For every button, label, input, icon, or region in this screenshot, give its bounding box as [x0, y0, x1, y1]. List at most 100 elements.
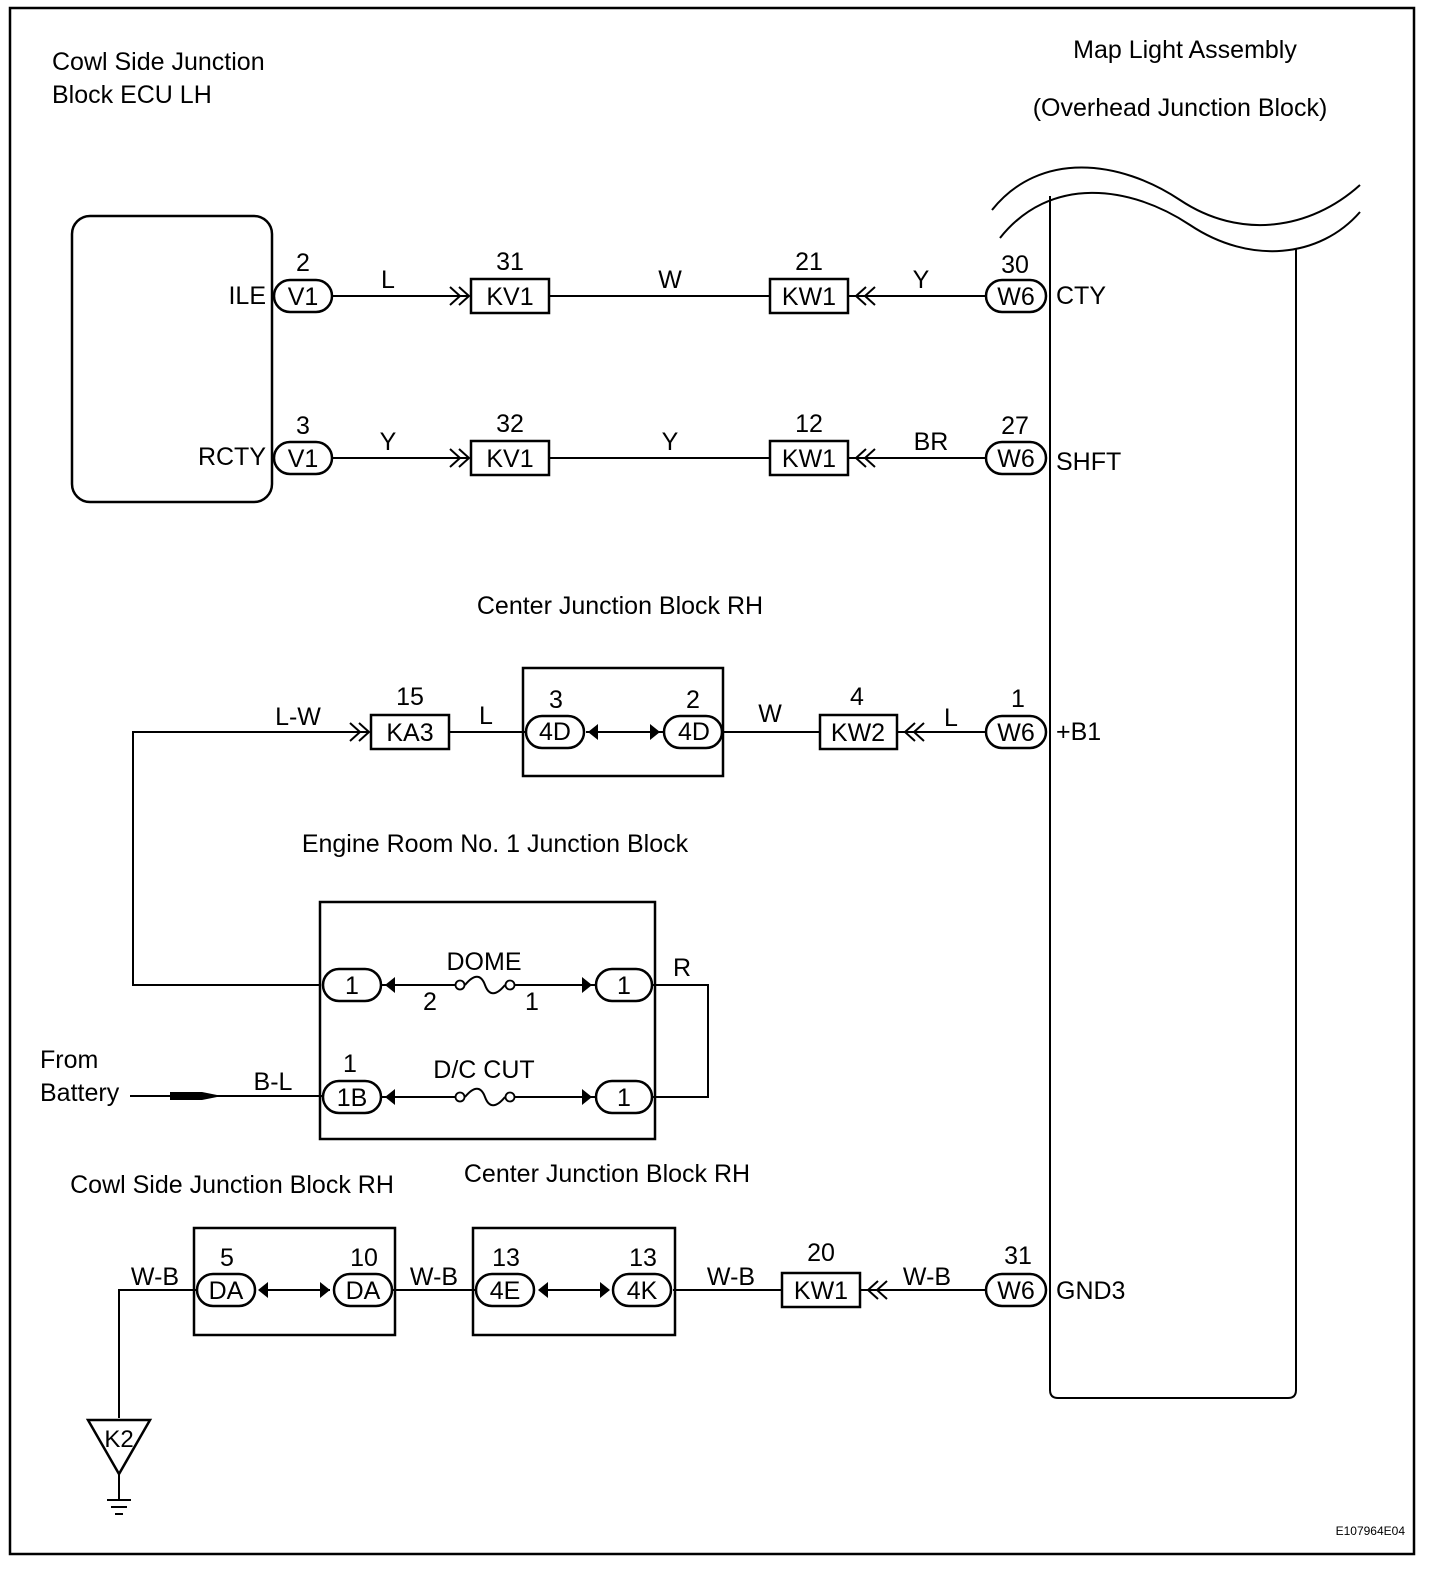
battery-feed: From Battery B-L	[40, 1046, 323, 1107]
wire-color: W	[758, 700, 782, 728]
pin-number: 1	[1011, 685, 1025, 713]
center-jb-rh-bottom-box	[471, 1226, 677, 1337]
cowl-rh-box	[192, 1226, 397, 1337]
wire-color: W	[658, 266, 682, 294]
pin-number: 30	[1001, 251, 1029, 279]
connector-code: W6	[997, 1277, 1035, 1305]
pin-number: 32	[496, 410, 524, 438]
pin-number: 4	[850, 683, 864, 711]
connector-code: 1	[617, 1084, 631, 1112]
fuse-dc-cut-label: D/C CUT	[433, 1056, 534, 1084]
center-jb-rh-bottom-title: Center Junction Block RH	[464, 1160, 750, 1188]
arrow-left-icon	[385, 977, 395, 993]
fuse-pin-number: 1	[525, 988, 539, 1016]
connector-dome-in	[321, 967, 383, 1003]
from-battery-line2: Battery	[40, 1079, 120, 1107]
ground-symbol-icon	[107, 1499, 131, 1515]
connector-code: V1	[288, 283, 319, 311]
connector-code: W6	[997, 283, 1035, 311]
arrow-right-icon	[600, 1282, 610, 1298]
wire-color: Y	[913, 266, 930, 294]
pin-rcty: RCTY	[198, 443, 266, 471]
wire-color: B-L	[254, 1068, 293, 1096]
pin-number: 31	[1004, 1242, 1032, 1270]
engine-room-jb-box	[318, 900, 657, 1141]
connector-4k	[611, 1272, 673, 1308]
connector-code: 4D	[678, 718, 710, 746]
ground-point-icon	[85, 1418, 153, 1477]
connector-code: KA3	[386, 719, 433, 747]
wire-color: W-B	[410, 1263, 458, 1291]
connector-4d-right	[662, 714, 724, 750]
pin-number: 10	[350, 1244, 378, 1272]
connector-code: 4K	[627, 1277, 658, 1305]
pin-number: 27	[1001, 412, 1029, 440]
double-arrow-icon	[854, 286, 876, 306]
engine-room-jb-title: Engine Room No. 1 Junction Block	[302, 830, 689, 858]
connector-code: W6	[997, 719, 1035, 747]
arrow-left-icon	[258, 1282, 268, 1298]
arrow-right-icon	[650, 724, 660, 740]
connector-code: 4D	[539, 718, 571, 746]
pin-number: 31	[496, 248, 524, 276]
arrow-right-icon	[582, 1089, 592, 1105]
wire-color: W-B	[131, 1263, 179, 1291]
pin-number: 1	[343, 1050, 357, 1078]
wire-color: L	[944, 704, 958, 732]
arrow-right-icon	[320, 1282, 330, 1298]
connector-code: 4E	[490, 1277, 521, 1305]
ground-point-code: K2	[104, 1426, 133, 1453]
map-light-break-upper	[991, 166, 1361, 226]
fuse-dome-label: DOME	[447, 948, 522, 976]
connector-code: V1	[288, 445, 319, 473]
connector-da-left	[195, 1272, 257, 1308]
arrow-left-icon	[588, 724, 598, 740]
connector-code: KV1	[486, 283, 533, 311]
wire-color: W-B	[903, 1263, 951, 1291]
wire-color: L	[479, 702, 493, 730]
pin-b1: +B1	[1056, 718, 1101, 746]
connector-kv1	[469, 439, 551, 477]
connector-w6	[984, 278, 1048, 314]
connector-code: 1	[345, 972, 359, 1000]
connector-4e	[474, 1272, 536, 1308]
wire-color: W-B	[707, 1263, 755, 1291]
connector-w6	[984, 1272, 1048, 1308]
map-light-subtitle: (Overhead Junction Block)	[1033, 94, 1328, 122]
connector-code: 1	[617, 972, 631, 1000]
double-arrow-icon	[449, 286, 471, 306]
arrow-left-icon	[385, 1089, 395, 1105]
battery-connector-icon	[170, 1092, 222, 1100]
arrow-right-icon	[582, 977, 592, 993]
connector-code: DA	[346, 1277, 381, 1305]
pin-number: 3	[549, 686, 563, 714]
wire-color: L-W	[275, 703, 321, 731]
connector-code: 1B	[337, 1084, 368, 1112]
connector-code: KW1	[782, 445, 836, 473]
pin-number: 13	[629, 1244, 657, 1272]
pin-number: 5	[220, 1244, 234, 1272]
connector-kw1	[768, 439, 850, 477]
pin-number: 21	[795, 248, 823, 276]
circuit-row-rcty: V1 3 Y KV1 32 Y KW1 12 BR W6 27	[272, 410, 1048, 477]
double-arrow-icon	[449, 448, 471, 468]
connector-kw1	[768, 277, 850, 315]
map-light-assembly-body	[1049, 196, 1297, 1399]
connector-v1	[272, 278, 334, 314]
pin-number: 2	[296, 249, 310, 277]
fuse-icon	[454, 1087, 516, 1107]
connector-4d-left	[524, 714, 586, 750]
from-battery-line1: From	[40, 1046, 98, 1074]
cowl-rh-title: Cowl Side Junction Block RH	[70, 1171, 394, 1199]
cowl-lh-ecu-box	[70, 214, 274, 504]
map-light-title: Map Light Assembly	[1073, 36, 1297, 64]
pin-number: 20	[807, 1239, 835, 1267]
connector-kv1	[469, 277, 551, 315]
wire-color: Y	[662, 428, 679, 456]
connector-code: KW2	[831, 719, 885, 747]
connector-kw2	[818, 713, 899, 751]
connector-code: W6	[997, 445, 1035, 473]
connector-ka3	[369, 713, 451, 751]
connector-kw1	[780, 1271, 862, 1309]
double-arrow-icon	[854, 448, 876, 468]
